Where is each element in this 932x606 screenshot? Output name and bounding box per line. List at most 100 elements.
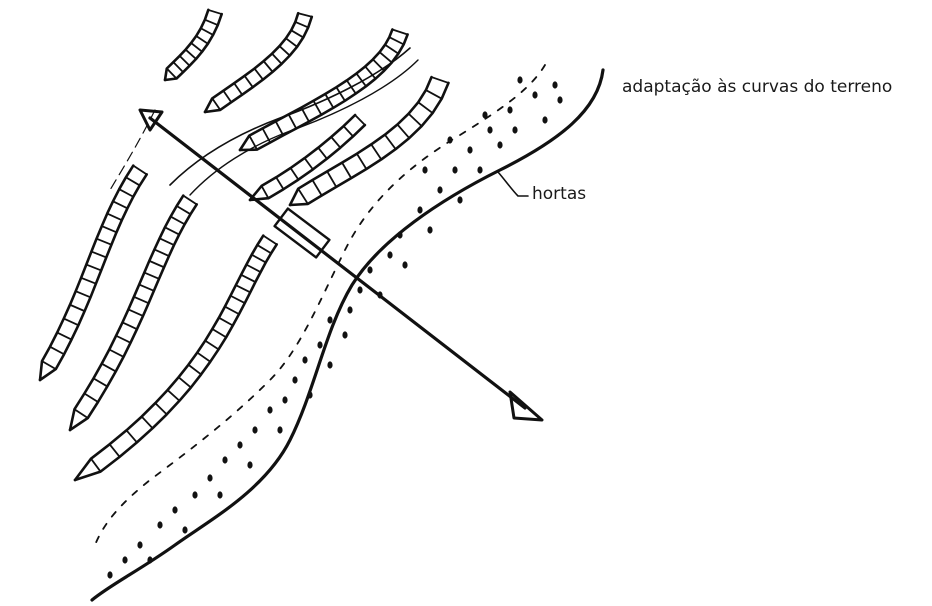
house-divider — [223, 91, 231, 103]
house-divider — [291, 30, 303, 37]
house-divider — [107, 214, 122, 221]
house-divider — [252, 255, 266, 263]
house-divider — [418, 102, 432, 113]
garden-dot — [397, 231, 402, 238]
house-divider — [165, 227, 179, 234]
garden-dot — [277, 426, 282, 433]
house-divider — [327, 171, 336, 187]
house-row-1 — [165, 10, 222, 80]
house-divider — [245, 76, 253, 87]
garden-dot — [172, 506, 177, 513]
garden-dot — [107, 571, 112, 578]
garden-dot — [207, 474, 212, 481]
house-divider — [272, 54, 282, 64]
house-divider — [64, 319, 79, 326]
house-divider — [177, 206, 191, 214]
house-divider — [264, 61, 273, 72]
house-divider — [231, 296, 245, 303]
river-bank — [92, 65, 603, 600]
row-edge — [75, 236, 263, 480]
garden-dot — [532, 91, 537, 98]
garden-dot — [557, 96, 562, 103]
garden-dot — [487, 126, 492, 133]
garden-dot — [327, 316, 332, 323]
house-divider — [91, 252, 106, 258]
house-divider — [205, 20, 218, 25]
house-divider — [188, 365, 201, 375]
garden-dot — [347, 306, 352, 313]
house-divider — [109, 350, 123, 357]
house-divider — [276, 121, 284, 135]
house-divider — [246, 265, 260, 272]
row-edge — [75, 244, 277, 480]
house-divider — [144, 273, 159, 279]
house-divider — [81, 278, 96, 284]
house-divider — [298, 189, 308, 204]
house-divider — [305, 158, 313, 169]
house-divider — [380, 52, 392, 62]
annotation-leaders — [498, 172, 528, 196]
house-divider — [426, 90, 442, 99]
house-divider — [139, 285, 154, 291]
house-divider — [171, 217, 185, 225]
garden-dot — [467, 146, 472, 153]
house-divider — [409, 114, 422, 126]
house-divider — [155, 403, 166, 414]
house-divider — [312, 180, 321, 195]
house-divider — [342, 163, 351, 178]
house-divider — [331, 137, 340, 148]
house-divider — [102, 226, 117, 232]
house-divider — [397, 125, 409, 139]
house-divider — [389, 37, 403, 44]
house-divider — [236, 285, 250, 292]
house-divider — [119, 189, 133, 197]
garden-dot — [457, 196, 462, 203]
garden-dot — [292, 376, 297, 383]
garden-dot — [222, 456, 227, 463]
garden-dot — [267, 406, 272, 413]
house-divider — [57, 333, 71, 340]
house-divider — [113, 201, 127, 208]
garden-dot — [342, 331, 347, 338]
row-edge — [290, 77, 432, 205]
house-divider — [149, 261, 164, 267]
house-divider — [298, 13, 312, 17]
house-divider — [102, 364, 116, 372]
row-edge — [240, 30, 392, 151]
garden-dot — [282, 396, 287, 403]
garden-dot — [252, 426, 257, 433]
garden-dot — [327, 361, 332, 368]
house-divider — [212, 98, 220, 110]
house-divider — [212, 329, 226, 337]
house-divider — [186, 50, 196, 59]
house-divider — [262, 186, 269, 198]
house-divider — [183, 196, 196, 205]
house-divider — [279, 46, 289, 55]
house-divider — [205, 341, 218, 350]
garden-dot — [512, 126, 517, 133]
house-divider — [276, 177, 283, 189]
house-divider — [431, 77, 448, 83]
garden-dot — [217, 491, 222, 498]
garden-dot — [367, 266, 372, 273]
house-divider — [122, 322, 137, 329]
house-divider — [201, 28, 213, 35]
house-divider — [116, 336, 130, 343]
house-divider — [91, 459, 100, 472]
house-divider — [191, 43, 202, 52]
house-divider — [179, 377, 191, 387]
garden-dot — [357, 286, 362, 293]
garden-dot — [417, 206, 422, 213]
house-divider — [385, 135, 396, 149]
house-row-4 — [290, 77, 449, 205]
house-divider — [263, 236, 276, 245]
house-divider — [50, 347, 64, 355]
house-divider — [295, 22, 308, 27]
house-divider — [371, 144, 381, 159]
garden-dot — [452, 166, 457, 173]
house-divider — [160, 238, 174, 245]
house-divider — [196, 36, 208, 44]
house-divider — [74, 409, 87, 418]
house-divider — [180, 56, 190, 66]
terrain-adaptation-label: adaptação às curvas do terreno — [622, 77, 892, 97]
